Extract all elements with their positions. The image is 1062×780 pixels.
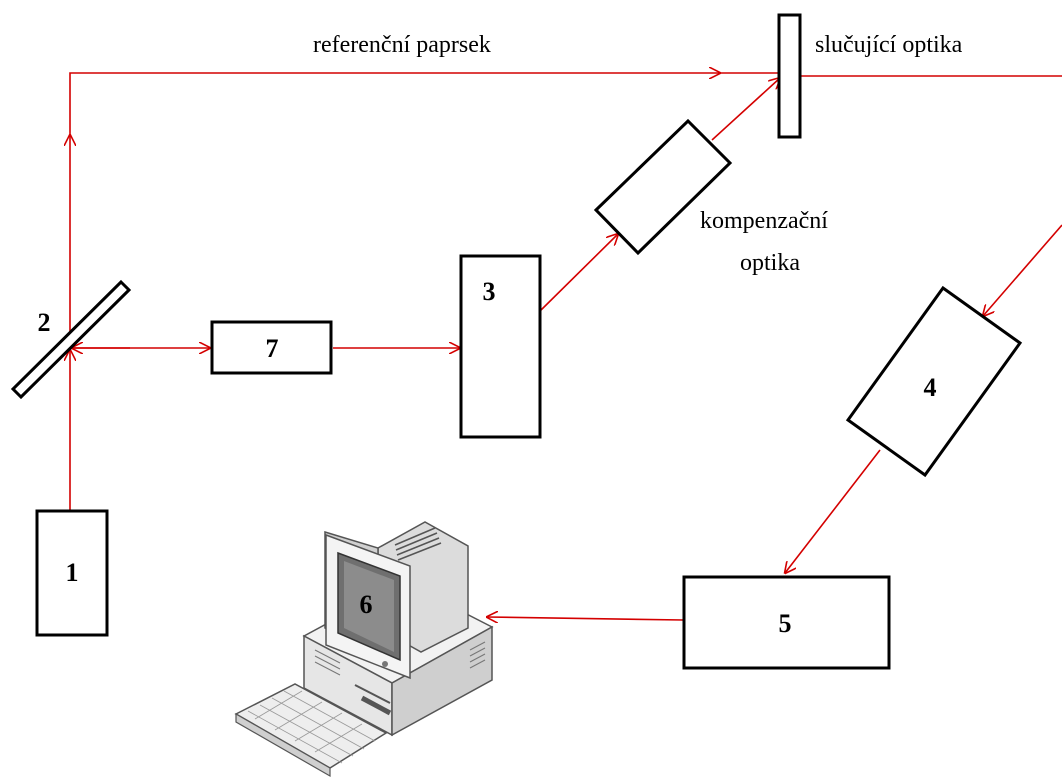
component-7-label: 7 [266,334,279,363]
combining-optics: slučující optika [777,13,963,139]
beam-4-to-5 [785,449,881,573]
desktop-computer-icon: 6 [234,521,494,778]
component-1-rect [35,509,109,637]
component-2-label: 2 [38,308,51,337]
beam-compensation-to-combiner [711,78,780,141]
component-4-box: 4 [845,285,1023,478]
beam-5-to-computer [487,617,684,620]
compensation-optics-label-1: kompenzační [700,208,828,234]
component-5-box: 5 [682,575,891,670]
component-3-label: 3 [483,277,496,306]
compensation-optics-block [593,118,733,256]
beam-reference-path [69,73,720,135]
component-4-label: 4 [924,373,937,402]
compensation-optics-label-2: optika [740,250,800,276]
monitor-vents [394,527,442,561]
component-7-box: 7 [210,320,333,375]
reference-beam-label: referenční paprsek [313,32,491,58]
component-6-label: 6 [360,590,373,619]
component-2-splitter: 2 [10,279,132,400]
vent-lines [314,641,486,676]
monitor-power-led [382,661,388,667]
component-1-box: 1 [35,509,109,637]
drive-bay [360,695,392,716]
beam-paths [70,73,1062,620]
component-3-rect [459,254,542,439]
component-5-rect [682,575,891,670]
combining-optics-label: slučující optika [815,32,963,58]
beam-to-4 [983,224,1062,316]
component-5-label: 5 [779,609,792,638]
beam-3-to-compensation [537,234,618,314]
keyboard-edge [235,712,331,778]
monitor-screen-glare [344,561,394,652]
drive-slot [354,684,391,704]
computer-base-side [391,625,493,737]
combining-optics-plate [777,13,802,139]
keyboard-keys [247,690,376,764]
component-1-label: 1 [66,558,79,587]
component-3-box: 3 [459,254,542,439]
component-7-rect [210,320,333,375]
component-2-plate [10,279,132,400]
compensation-optics: kompenzační optika [593,118,828,276]
component-4-rect [845,285,1023,478]
